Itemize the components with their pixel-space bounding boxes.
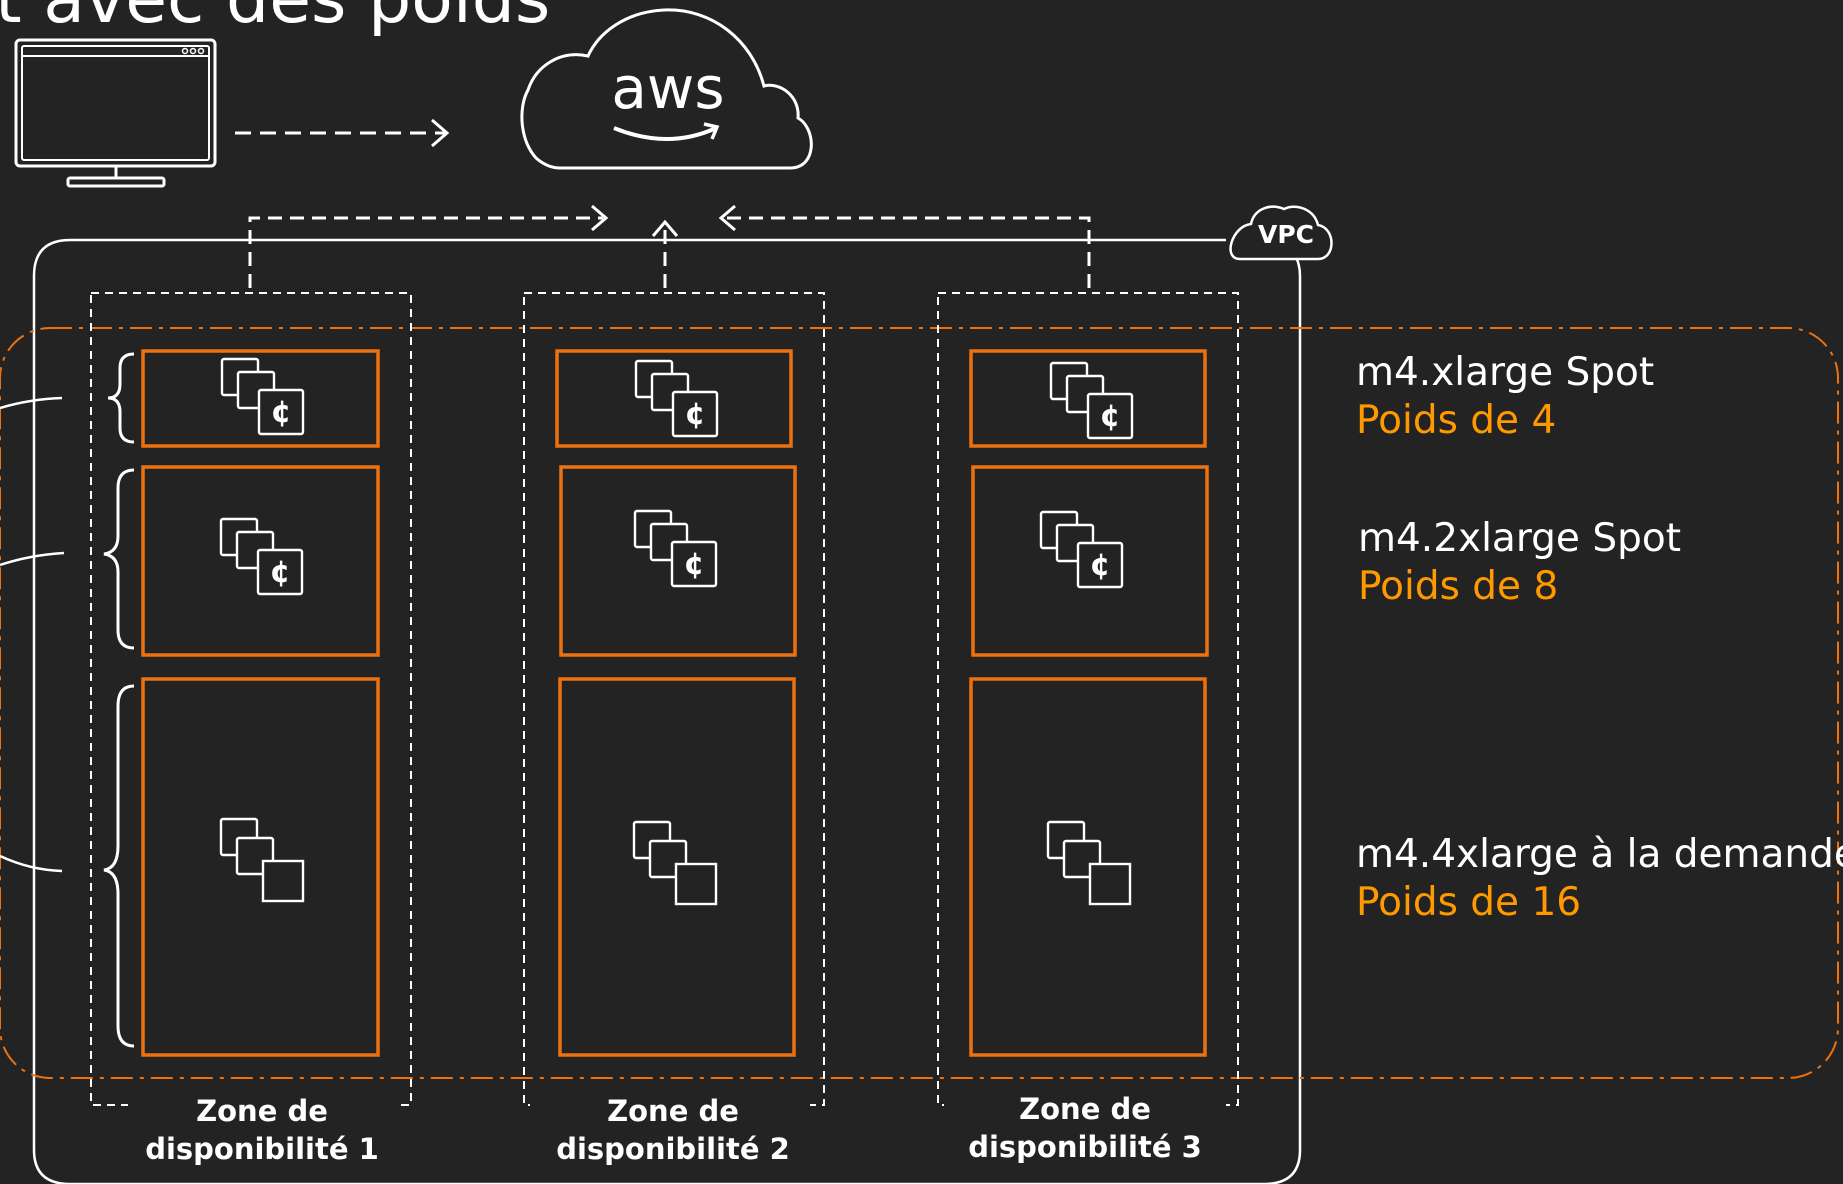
spot-instances-icon: [634, 359, 719, 438]
spot-instances-icon: [633, 509, 718, 588]
instances-icon: [1046, 820, 1132, 906]
vpc-label: VPC: [1258, 220, 1314, 249]
curly-brace-icon: [103, 468, 135, 650]
zone-3-label-line2: disponibilité 3: [968, 1130, 1202, 1164]
zone-1-4xlarge-ondemand-box: [141, 677, 380, 1057]
4xlarge-ondemand-weight: Poids de 16: [1356, 880, 1581, 925]
zone-2-2xlarge-spot-box: [559, 465, 797, 657]
zone-3-label-line1: Zone de: [1019, 1092, 1151, 1126]
instances-icon: [219, 817, 305, 903]
zone-3-xlarge-spot-box: [969, 349, 1207, 448]
4xlarge-ondemand-label: m4.4xlarge à la demande: [1356, 832, 1843, 877]
vpc-cloud-badge: VPC: [1229, 205, 1333, 261]
slide-title: t avec des poids: [0, 0, 550, 39]
spot-instances-icon: [220, 357, 305, 436]
2xlarge-spot-weight: Poids de 8: [1358, 564, 1558, 609]
left-connector-lines: [0, 396, 65, 873]
spot-instances-icon: [219, 517, 304, 596]
monitor-icon: [14, 38, 217, 188]
zone-1-label-line2: disponibilité 1: [145, 1132, 379, 1166]
zone-2-xlarge-spot-box: [555, 349, 793, 448]
aws-logo-text: aws: [611, 54, 724, 122]
2xlarge-spot-label: m4.2xlarge Spot: [1358, 516, 1681, 561]
zone-1-2xlarge-spot-box: [141, 465, 380, 657]
xlarge-spot-label: m4.xlarge Spot: [1356, 350, 1654, 395]
zone-1-label-line1: Zone de: [196, 1094, 328, 1128]
zone-to-cloud-connections: [248, 204, 1091, 288]
spot-instances-icon: [1049, 361, 1134, 440]
zone-2-4xlarge-ondemand-box: [558, 677, 796, 1057]
curly-brace-icon: [107, 352, 135, 444]
curly-brace-icon: [103, 684, 135, 1048]
zone-2-label-line1: Zone de: [607, 1094, 739, 1128]
auto-scaling-group-boundary: [0, 327, 1839, 1079]
zone-3-4xlarge-ondemand-box: [969, 677, 1207, 1057]
zone-2-label-line2: disponibilité 2: [556, 1132, 790, 1166]
instances-icon: [632, 820, 718, 906]
availability-zone-1: [90, 292, 412, 1106]
client-to-cloud-arrow: [235, 118, 450, 148]
zone-3-2xlarge-spot-box: [971, 465, 1209, 657]
aws-cloud-icon: aws: [520, 8, 813, 170]
xlarge-spot-weight: Poids de 4: [1356, 398, 1556, 443]
zone-1-xlarge-spot-box: [141, 349, 380, 448]
spot-instances-icon: [1039, 510, 1124, 589]
